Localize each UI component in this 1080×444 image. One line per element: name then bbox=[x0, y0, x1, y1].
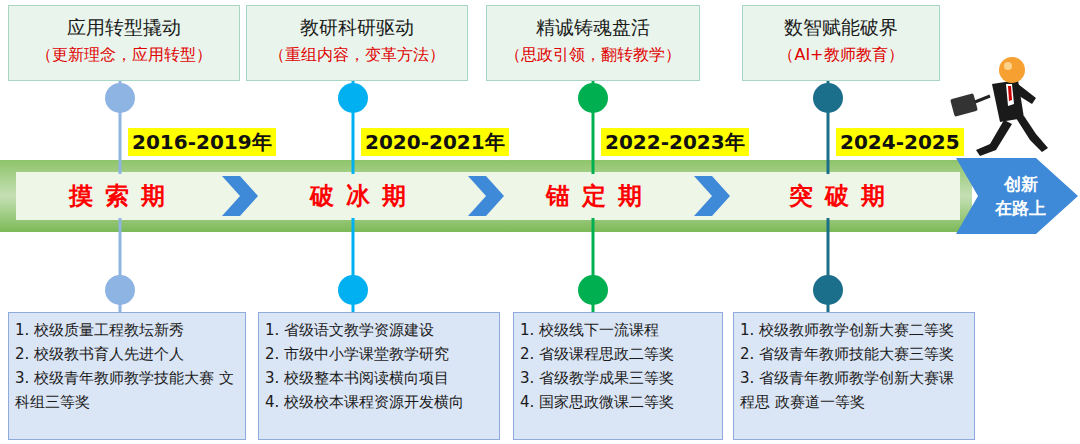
phase-title-text: 数智赋能破界 bbox=[747, 12, 935, 42]
year-label: 2022-2023年 bbox=[601, 128, 749, 156]
list-item: 2. 省级课程思政二等奖 bbox=[520, 342, 716, 366]
list-item: 4. 国家思政微课二等奖 bbox=[520, 390, 716, 414]
phase-title-text: （重组内容，变革方法） bbox=[251, 42, 463, 68]
stage-label: 摸索期 bbox=[28, 174, 218, 218]
timeline-dot bbox=[813, 275, 843, 305]
year-label: 2020-2021年 bbox=[361, 128, 509, 156]
stage-text: 锚定期 bbox=[546, 180, 654, 212]
timeline-dot bbox=[105, 275, 135, 305]
arrow-head-fill bbox=[956, 158, 1078, 234]
phase-title-text: 应用转型撬动 bbox=[13, 12, 235, 42]
list-item: 4. 校级校本课程资源开发横向 bbox=[265, 390, 493, 414]
list-item: 3. 校级青年教师教学技能大赛 文科组三等奖 bbox=[15, 366, 239, 414]
stage-label: 破冰期 bbox=[264, 174, 464, 218]
year-text: 2016-2019年 bbox=[132, 130, 272, 154]
achievement-box: 1. 校级质量工程教坛新秀2. 校级教书育人先进个人3. 校级青年教师教学技能大… bbox=[8, 312, 246, 440]
band-inner bbox=[16, 172, 960, 220]
list-item: 3. 省级教学成果三等奖 bbox=[520, 366, 716, 390]
list-item: 1. 省级语文教学资源建设 bbox=[265, 318, 493, 342]
phase-title-box: 数智赋能破界（AI+教师教育） bbox=[742, 5, 940, 81]
businessman-figure bbox=[950, 57, 1048, 156]
year-label: 2016-2019年 bbox=[128, 128, 276, 156]
phase-title-box: 应用转型撬动（更新理念，应用转型） bbox=[8, 5, 240, 81]
chevron bbox=[694, 176, 730, 216]
list-item: 3. 省级青年教师教学创新大赛课程思 政赛道一等奖 bbox=[740, 366, 968, 414]
year-text: 2020-2021年 bbox=[365, 130, 505, 154]
list-item: 1. 校级线下一流课程 bbox=[520, 318, 716, 342]
stage-text: 突破期 bbox=[789, 180, 897, 212]
arrow-head-shape bbox=[956, 158, 1078, 234]
list-item: 1. 校级教师教学创新大赛二等奖 bbox=[740, 318, 968, 342]
stage-text: 破冰期 bbox=[310, 180, 418, 212]
timeline-dot bbox=[105, 83, 135, 113]
phase-title-box: 教研科研驱动（重组内容，变革方法） bbox=[246, 5, 468, 81]
year-text: 2024-2025 bbox=[840, 130, 960, 154]
list-item: 1. 校级质量工程教坛新秀 bbox=[15, 318, 239, 342]
year-text: 2022-2023年 bbox=[605, 130, 745, 154]
phase-title-box: 精诚铸魂盘活（思政引领，翻转教学） bbox=[486, 5, 700, 81]
list-item: 2. 省级青年教师技能大赛三等奖 bbox=[740, 342, 968, 366]
timeline-dot bbox=[578, 83, 608, 113]
chevron bbox=[222, 176, 258, 216]
achievement-box: 1. 校级教师教学创新大赛二等奖2. 省级青年教师技能大赛三等奖3. 省级青年教… bbox=[733, 312, 975, 440]
timeline-dot bbox=[578, 275, 608, 305]
chevron bbox=[468, 176, 504, 216]
phase-title-text: （更新理念，应用转型） bbox=[13, 42, 235, 68]
list-item: 2. 校级教书育人先进个人 bbox=[15, 342, 239, 366]
list-item: 2. 市级中小学课堂教学研究 bbox=[265, 342, 493, 366]
band-body bbox=[0, 160, 972, 232]
timeline-dot bbox=[338, 83, 368, 113]
achievement-box: 1. 省级语文教学资源建设2. 市级中小学课堂教学研究3. 校级整本书阅读横向项… bbox=[258, 312, 500, 440]
timeline-dot bbox=[338, 275, 368, 305]
stage-label: 突破期 bbox=[736, 174, 950, 218]
achievement-box: 1. 校级线下一流课程2. 省级课程思政二等奖3. 省级教学成果三等奖4. 国家… bbox=[513, 312, 723, 440]
stage-text: 摸索期 bbox=[69, 180, 177, 212]
arrow-head-label: 创新 在路上 bbox=[956, 158, 1078, 234]
arrow-text: 创新 在路上 bbox=[994, 172, 1048, 220]
stage-label: 锚定期 bbox=[510, 174, 690, 218]
list-item: 3. 校级整本书阅读横向项目 bbox=[265, 366, 493, 390]
phase-title-text: 精诚铸魂盘活 bbox=[491, 12, 695, 42]
year-label: 2024-2025 bbox=[836, 128, 964, 156]
timeline-dot bbox=[813, 83, 843, 113]
phase-title-text: （AI+教师教育） bbox=[747, 42, 935, 68]
phase-title-text: 教研科研驱动 bbox=[251, 12, 463, 42]
phase-title-text: （思政引领，翻转教学） bbox=[491, 42, 695, 68]
